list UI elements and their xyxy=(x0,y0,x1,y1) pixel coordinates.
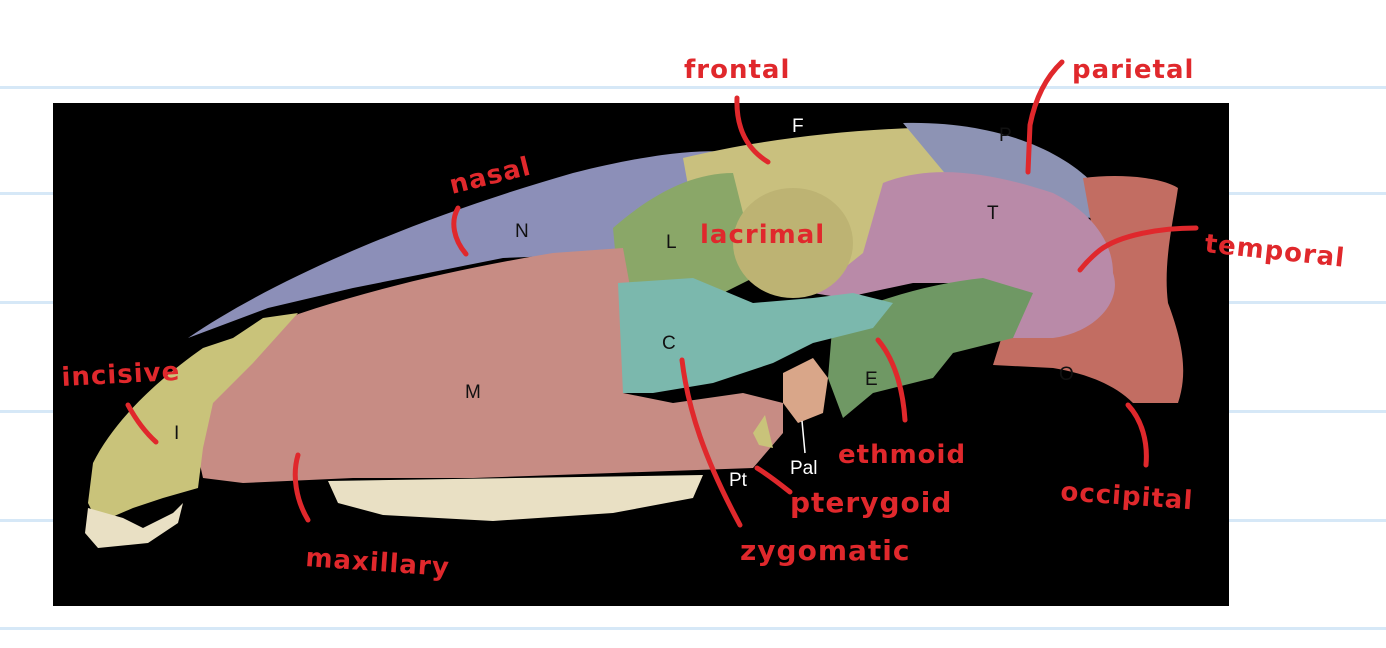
bone-letter-incisive: I xyxy=(174,423,179,444)
annotation-frontal: frontal xyxy=(684,55,790,85)
pterygoid-bone xyxy=(753,415,773,448)
orbit xyxy=(733,188,853,298)
skull-illustration: F P N T L C M O E I Pal Pt xyxy=(85,116,1184,548)
incisor-teeth xyxy=(85,503,183,548)
bone-letter-palatine: Pal xyxy=(790,458,817,479)
bone-letter-temporal: T xyxy=(987,203,999,224)
incisive-bone xyxy=(88,313,298,523)
lacrimal-bone xyxy=(613,173,753,298)
bone-letter-maxillary: M xyxy=(465,382,481,403)
ruled-line xyxy=(0,627,1386,630)
cheek-teeth xyxy=(328,475,703,521)
skull-photo: F P N T L C M O E I Pal Pt xyxy=(53,103,1229,606)
bone-letter-zygomatic: C xyxy=(662,333,676,354)
maxillary-bone xyxy=(193,248,783,483)
bone-letter-parietal: P xyxy=(999,125,1012,146)
bone-letter-occipital: O xyxy=(1059,364,1074,385)
bone-letter-lacrimal: L xyxy=(666,232,677,253)
bone-letter-nasal: N xyxy=(515,221,529,242)
bone-letter-ethmoid: E xyxy=(865,369,878,390)
bone-letter-frontal: F xyxy=(792,116,804,137)
temporal-bone xyxy=(813,172,1115,338)
annotation-parietal: parietal xyxy=(1072,55,1194,85)
ruled-line xyxy=(0,86,1386,89)
palatine-leader-line xyxy=(801,420,806,454)
palatine-bone xyxy=(783,358,828,423)
bone-letter-pterygoid: Pt xyxy=(729,470,748,491)
